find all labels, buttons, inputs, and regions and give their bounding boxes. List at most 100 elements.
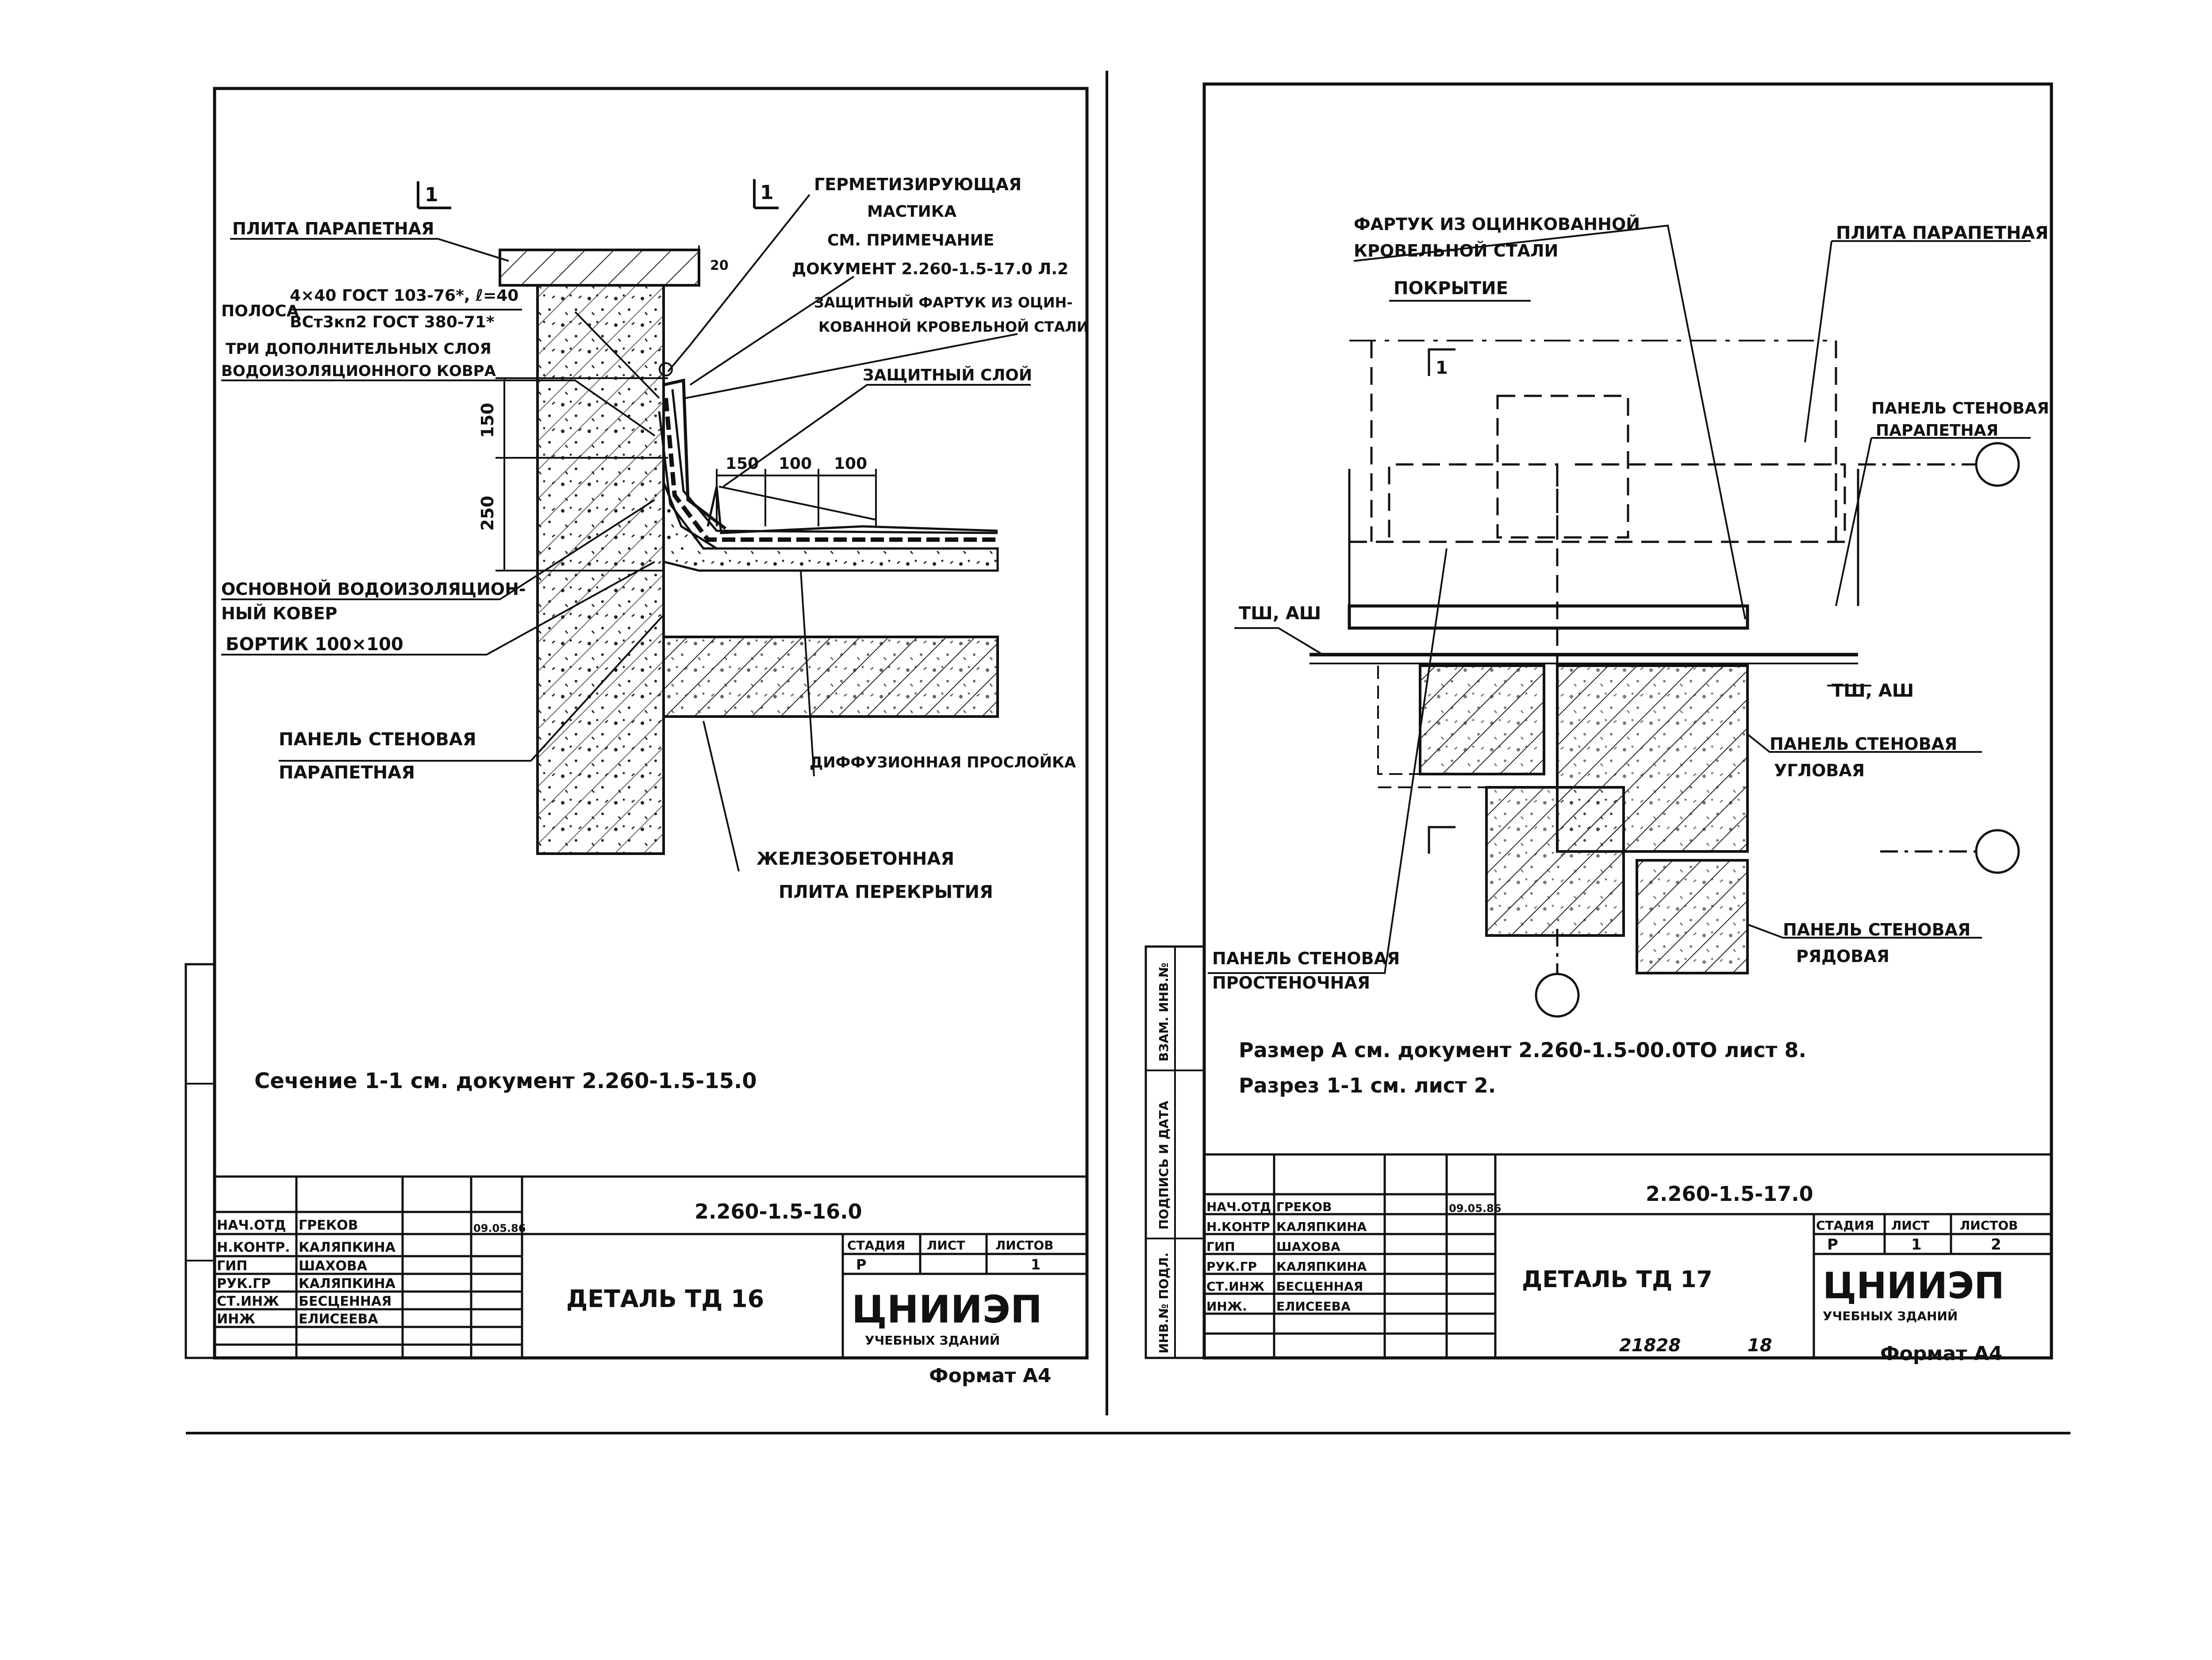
dashed-outlines — [1349, 341, 1846, 663]
tb-left-org-sub: УЧЕБНЫХ ЗДАНИЙ — [865, 1333, 1000, 1348]
mark-1: 1 — [1436, 358, 1448, 378]
label-r-panel-pier-1: ПАНЕЛЬ СТЕНОВАЯ — [1212, 949, 1400, 968]
tb-name: ГРЕКОВ — [299, 1218, 358, 1233]
label-three-layers-1: ТРИ ДОПОЛНИТЕЛЬНЫХ СЛОЯ — [226, 340, 492, 358]
note-section: Сечение 1-1 см. документ 2.260-1.5-15.0 — [254, 1069, 757, 1093]
tb-left-sheet-h: ЛИСТ — [927, 1238, 965, 1253]
tb-name: ЕЛИСЕЕВА — [1276, 1299, 1351, 1314]
tb-role: НАЧ.ОТД — [1206, 1200, 1271, 1214]
format-left: Формат А4 — [929, 1365, 1052, 1387]
axis-circle — [1975, 829, 2020, 874]
label-curb: БОРТИК 100×100 — [226, 634, 403, 655]
tb-name: КАЛЯПКИНА — [1276, 1259, 1367, 1274]
tb-role: ИНЖ — [217, 1311, 255, 1327]
binding-strip-left — [184, 963, 215, 1359]
tb-name: ГРЕКОВ — [1276, 1200, 1332, 1214]
tb-name: БЕСЦЕННАЯ — [299, 1294, 392, 1309]
label-three-layers-2: ВОДОИЗОЛЯЦИОННОГО КОВРА — [221, 362, 496, 380]
label-parapet-slab: ПЛИТА ПАРАПЕТНАЯ — [232, 219, 434, 238]
tb-role: ИНЖ. — [1206, 1299, 1247, 1314]
tb-name: КАЛЯПКИНА — [299, 1276, 396, 1292]
tb-role: СТ.ИНЖ — [1206, 1279, 1264, 1294]
tb-left-people: НАЧ.ОТД ГРЕКОВ Н.КОНТР. КАЛЯПКИНА ГИП ША… — [217, 1218, 396, 1327]
note-r-1: Размер А см. документ 2.260-1.5-00.0ТО л… — [1239, 1038, 1806, 1062]
section-mark-text: 1 — [425, 184, 438, 206]
sheet-left: 1 1 20 150 250 150 100 100 — [184, 87, 1089, 1387]
tb-left-title: ДЕТАЛЬ ТД 16 — [566, 1285, 764, 1313]
tb-role: РУК.ГР — [1206, 1259, 1257, 1274]
label-rc-slab-1: ЖЕЛЕЗОБЕТОННАЯ — [757, 849, 954, 869]
dim-100-a: 100 — [779, 455, 812, 473]
waterproof-carpet-shape — [664, 398, 998, 542]
tb-left-code: 2.260-1.5-16.0 — [695, 1200, 862, 1223]
tb-right-title: ДЕТАЛЬ ТД 17 — [1522, 1266, 1713, 1293]
tb-name: ЕЛИСЕЕВА — [299, 1311, 378, 1327]
label-r-tsh-ash-left: ТШ, АШ — [1239, 603, 1321, 624]
format-right: Формат А4 — [1880, 1342, 2003, 1365]
axis-markers — [1535, 442, 2020, 1018]
tb-role: Н.КОНТР — [1206, 1219, 1270, 1234]
sheet-right: ИНВ.№ ПОДЛ. ПОДПИСЬ И ДАТА ВЗАМ. ИНВ.№ — [1144, 82, 2053, 1365]
apron-shape — [663, 378, 727, 530]
tb-role: ГИП — [1206, 1239, 1235, 1254]
side-stamp-1: ИНВ.№ ПОДЛ. — [1156, 1253, 1171, 1353]
label-r-panel-parapet-1: ПАНЕЛЬ СТЕНОВАЯ — [1871, 399, 2049, 418]
tb-right-sheet: 1 — [1911, 1236, 1922, 1254]
section-mark-text: 1 — [760, 181, 774, 204]
label-sealing-1: ГЕРМЕТИЗИРУЮЩАЯ — [814, 175, 1022, 194]
dim-20: 20 — [710, 258, 729, 273]
tb-right-stage-h: СТАДИЯ — [1816, 1218, 1874, 1233]
tb-name: БЕСЦЕННАЯ — [1276, 1279, 1363, 1294]
section-mark-right: 1 — [753, 179, 779, 209]
tb-right-sheets: 2 — [1991, 1236, 2001, 1254]
label-sealing-4: ДОКУМЕНТ 2.260-1.5-17.0 Л.2 — [792, 260, 1068, 278]
note-r-2: Разрез 1-1 см. лист 2. — [1239, 1073, 1496, 1097]
axis-circle — [1535, 973, 1580, 1018]
label-apron-2: КОВАННОЙ КРОВЕЛЬНОЙ СТАЛИ — [818, 318, 1089, 335]
leader-lines — [221, 194, 1031, 872]
tb-right-sheets-h: ЛИСТОВ — [1960, 1218, 2018, 1233]
label-wall-panel-1: ПАНЕЛЬ СТЕНОВАЯ — [279, 729, 476, 750]
tb-right-org: ЦНИИЭП — [1823, 1265, 2005, 1307]
tb-role: СТ.ИНЖ — [217, 1294, 279, 1309]
dim-250-vertical: 250 — [478, 496, 497, 531]
label-protective-layer: ЗАЩИТНЫЙ СЛОЙ — [863, 366, 1032, 384]
title-block-left — [213, 1175, 1088, 1359]
tb-right-stage: Р — [1827, 1236, 1838, 1254]
tb-left-org: ЦНИИЭП — [852, 1288, 1042, 1332]
axis-circle — [1975, 442, 2020, 487]
tb-name: ШАХОВА — [1276, 1239, 1340, 1254]
tb-role: РУК.ГР — [217, 1276, 271, 1292]
label-r-tsh-ash-right: ТШ, АШ — [1832, 681, 1914, 701]
tb-name: КАЛЯПКИНА — [299, 1240, 396, 1255]
side-stamp-3: ВЗАМ. ИНВ.№ — [1156, 962, 1171, 1062]
label-r-parapet-slab: ПЛИТА ПАРАПЕТНАЯ — [1836, 223, 2048, 243]
label-r-roofing: ПОКРЫТИЕ — [1394, 278, 1508, 299]
label-strip-spec-1: 4×40 ГОСТ 103-76*, ℓ=40 — [290, 287, 518, 305]
footer-num-2: 18 — [1747, 1335, 1772, 1356]
dim-150-vertical: 150 — [478, 403, 497, 438]
label-main-carpet-2: НЫЙ КОВЕР — [221, 604, 337, 623]
tb-right-code: 2.260-1.5-17.0 — [1646, 1182, 1813, 1206]
dim-150: 150 — [726, 455, 759, 473]
label-strip-spec-2: ВСт3кп2 ГОСТ 380-71* — [290, 313, 495, 331]
tb-right-sheet-h: ЛИСТ — [1891, 1218, 1929, 1233]
title-block-right — [1203, 1153, 2053, 1359]
tb-name: ШАХОВА — [299, 1258, 368, 1274]
label-r-panel-row-2: РЯДОВАЯ — [1796, 947, 1889, 966]
label-sealing-3: СМ. ПРИМЕЧАНИЕ — [827, 231, 994, 249]
tb-right-date: 09.05.86 — [1449, 1202, 1501, 1215]
tb-role: ГИП — [217, 1258, 247, 1274]
tb-left-sheets: 1 — [1031, 1256, 1041, 1273]
parapet-slab-shape — [499, 249, 700, 287]
tb-right-people: НАЧ.ОТД ГРЕКОВ Н.КОНТР КАЛЯПКИНА ГИП ШАХ… — [1206, 1200, 1367, 1314]
label-sealing-2: МАСТИКА — [867, 203, 956, 221]
label-r-panel-pier-2: ПРОСТЕНОЧНАЯ — [1212, 973, 1370, 993]
coping-plate-shape — [1348, 604, 1749, 630]
tb-role: Н.КОНТР. — [217, 1240, 290, 1255]
label-r-panel-row-1: ПАНЕЛЬ СТЕНОВАЯ — [1783, 920, 1970, 939]
footer-num-1: 21828 — [1619, 1335, 1681, 1356]
tb-right-org-sub: УЧЕБНЫХ ЗДАНИЙ — [1823, 1308, 1958, 1323]
label-wall-panel-2: ПАРАПЕТНАЯ — [279, 763, 415, 783]
